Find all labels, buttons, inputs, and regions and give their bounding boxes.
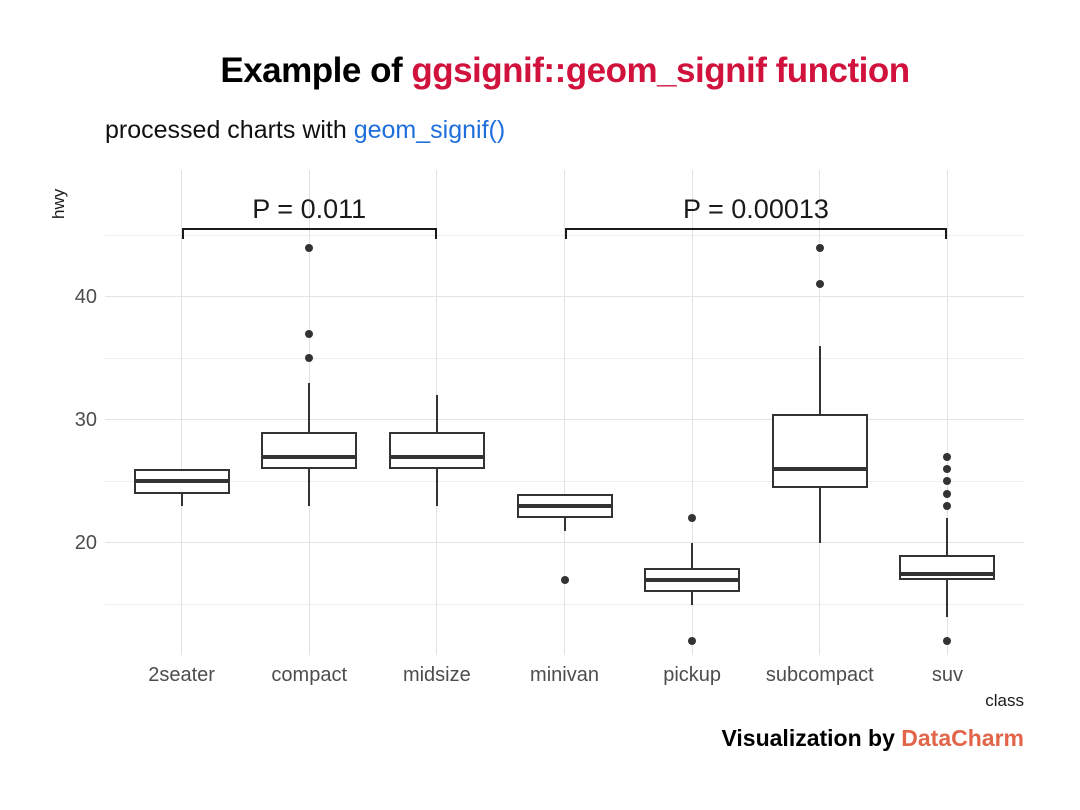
caption: Visualization by DataCharm <box>105 725 1024 751</box>
lower-whisker <box>308 469 311 507</box>
median-line <box>261 454 358 459</box>
outlier-dot <box>815 280 824 289</box>
x-tick-label: midsize <box>402 664 471 686</box>
x-tick-label: minivan <box>530 664 599 686</box>
outlier-dot <box>560 575 569 584</box>
outlier-dot <box>943 452 952 461</box>
outlier-dot <box>943 477 952 486</box>
significance-label: P = 0.011 <box>252 193 367 224</box>
outlier-dot <box>688 637 697 646</box>
lower-whisker <box>180 493 183 507</box>
outlier-dot <box>943 489 952 498</box>
box-iqr <box>388 432 485 470</box>
outlier-dot <box>815 243 824 252</box>
lower-whisker <box>946 579 949 617</box>
caption-prefix: Visualization by <box>721 725 902 751</box>
outlier-dot <box>943 502 952 511</box>
x-axis-title: class <box>985 691 1024 710</box>
outlier-dot <box>688 514 697 523</box>
outlier-dot <box>305 354 314 363</box>
box-iqr <box>261 432 358 470</box>
x-tick-label: suv <box>931 664 963 686</box>
y-axis-title: hwy <box>49 188 68 220</box>
significance-bracket <box>181 227 437 239</box>
upper-whisker <box>435 395 438 433</box>
y-tick-label: 30 <box>74 408 97 431</box>
chart-title: Example of ggsignif::geom_signif functio… <box>105 51 1025 91</box>
median-line <box>388 454 485 459</box>
y-tick-label: 40 <box>74 285 97 308</box>
chart-title-highlight: ggsignif::geom_signif function <box>411 51 910 90</box>
upper-whisker <box>946 518 949 556</box>
x-tick-label: pickup <box>663 664 722 686</box>
lower-whisker <box>818 487 821 543</box>
caption-brand: DataCharm <box>901 725 1024 751</box>
category-gridline <box>691 170 693 655</box>
upper-whisker <box>308 382 311 433</box>
lower-whisker <box>563 518 566 531</box>
box-iqr <box>899 555 996 580</box>
median-line <box>133 479 230 484</box>
category-gridline <box>564 170 565 655</box>
chart-title-prefix: Example of <box>220 51 412 90</box>
box-iqr <box>771 413 868 488</box>
category-gridline <box>946 170 948 655</box>
significance-label: P = 0.00013 <box>683 193 829 224</box>
outlier-dot <box>305 329 314 338</box>
outlier-dot <box>943 465 952 474</box>
upper-whisker <box>818 346 821 414</box>
x-tick-label: 2seater <box>148 664 215 686</box>
upper-whisker <box>691 542 694 568</box>
chart-subtitle-code: geom_signif() <box>353 116 506 144</box>
lower-whisker <box>691 592 694 605</box>
median-line <box>644 577 741 582</box>
outlier-dot <box>305 243 314 252</box>
median-line <box>516 504 613 509</box>
plot-panel: 2seater compact midsize minivan pickup subcom… <box>105 170 1024 686</box>
outlier-dot <box>943 637 952 646</box>
median-line <box>899 571 996 576</box>
category-gridline <box>181 170 183 655</box>
median-line <box>771 467 868 472</box>
y-tick-label: 20 <box>74 531 97 554</box>
chart-subtitle-prefix: processed charts with <box>105 116 354 144</box>
x-tick-label: compact <box>271 664 348 686</box>
significance-bracket <box>564 227 948 239</box>
lower-whisker <box>435 469 438 507</box>
x-tick-label: subcompact <box>765 664 874 686</box>
chart-subtitle: processed charts with geom_signif() <box>105 116 506 145</box>
